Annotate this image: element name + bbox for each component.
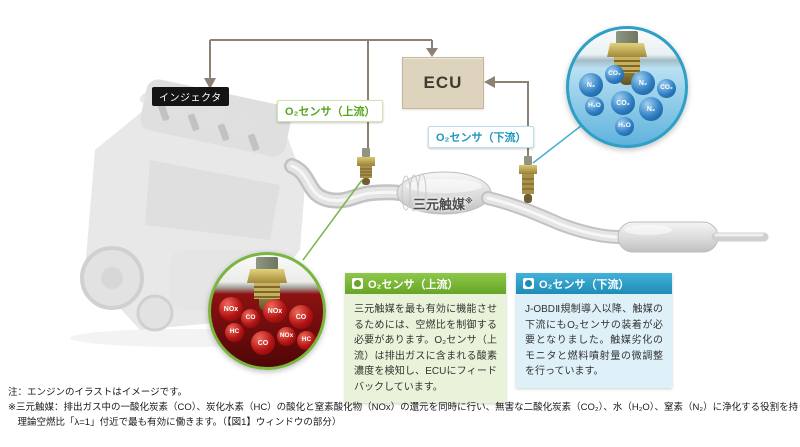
catalyst-footnote-mark: ※	[465, 196, 473, 206]
upstream-gas-inset: NOx CO NOx CO HC CO NOx HC	[208, 252, 326, 370]
sensor-hex-nut	[607, 43, 647, 57]
upstream-panel-body: 三元触媒を最も有効に機能させるためには、空燃比を制御する必要があります。O₂セン…	[345, 294, 506, 403]
molecule: H₂O	[615, 117, 634, 136]
molecule: CO₂	[611, 91, 635, 115]
o2-sensor-downstream	[519, 156, 537, 203]
downstream-panel-body: J-OBDⅡ規制導入以降、触媒の下流にもO₂センサの装着が必要となりました。触媒…	[516, 294, 672, 388]
o2-sensor-upstream	[357, 148, 375, 185]
molecule: HC	[225, 323, 244, 342]
muffler	[617, 221, 719, 253]
sensor-body	[616, 31, 638, 43]
exhaust-midpipe	[481, 191, 627, 244]
molecule: HC	[297, 331, 316, 350]
catalyst-label: 三元触媒※	[413, 194, 473, 213]
downstream-panel-title: O₂センサ（下流）	[539, 278, 630, 291]
molecule: CO	[251, 331, 275, 355]
upstream-info-panel: O₂センサ（上流） 三元触媒を最も有効に機能させるためには、空燃比を制御する必要…	[345, 273, 506, 403]
molecule: CO	[289, 305, 313, 329]
sensor-thread	[254, 283, 280, 299]
molecule: CO₂	[657, 79, 676, 98]
footnote-line: 理論空燃比「λ=1」付近で最も有効に働きます。（【図1】ウィンドウの部分）	[8, 417, 342, 428]
magnifier-leader-upstream	[302, 179, 363, 261]
molecule: N₂	[631, 71, 655, 95]
upstream-sensor-tag: O₂センサ（上流）	[277, 100, 384, 122]
upstream-panel-header: O₂センサ（上流）	[345, 273, 506, 294]
footnote-line: 注：エンジンのイラストはイメージです。	[8, 387, 188, 398]
molecule: CO₂	[605, 65, 624, 84]
molecule: N₂	[579, 73, 603, 97]
footnote-line: ※三元触媒：排出ガス中の一酸化炭素（CO）、炭化水素（HC）の酸化と窒素酸化物（…	[8, 402, 800, 413]
molecule: N₂	[639, 97, 663, 121]
molecule: NOx	[219, 297, 243, 321]
panel-bullet-icon	[352, 278, 363, 289]
downstream-panel-header: O₂センサ（下流）	[516, 273, 672, 294]
molecule: CO	[241, 309, 260, 328]
exhaust-downpipe	[284, 158, 408, 209]
sensor-hex-nut	[247, 269, 287, 283]
molecule: NOx	[263, 299, 287, 323]
molecule: NOx	[277, 327, 296, 346]
sensor-tip-closeup	[607, 31, 647, 85]
upstream-panel-title: O₂センサ（上流）	[368, 278, 459, 291]
injector-label: インジェクタ	[152, 87, 229, 106]
arrowheads	[204, 48, 495, 89]
downstream-gas-inset: N₂ CO₂ N₂ CO₂ H₂O CO₂ N₂ H₂O	[566, 26, 688, 148]
downstream-info-panel: O₂センサ（下流） J-OBDⅡ規制導入以降、触媒の下流にもO₂センサの装着が必…	[516, 273, 672, 388]
tailpipe	[711, 232, 769, 242]
ecu-box: ECU	[402, 57, 484, 109]
magnifier-leader-downstream	[532, 121, 587, 164]
molecule: H₂O	[585, 97, 604, 116]
footnotes: 注：エンジンのイラストはイメージです。 ※三元触媒：排出ガス中の一酸化炭素（CO…	[8, 385, 800, 430]
panel-bullet-icon	[523, 278, 534, 289]
sensor-body	[256, 257, 278, 269]
catalyst-label-text: 三元触媒	[413, 197, 466, 212]
catalytic-converter	[396, 171, 492, 215]
downstream-sensor-tag: O₂センサ（下流）	[428, 126, 535, 148]
